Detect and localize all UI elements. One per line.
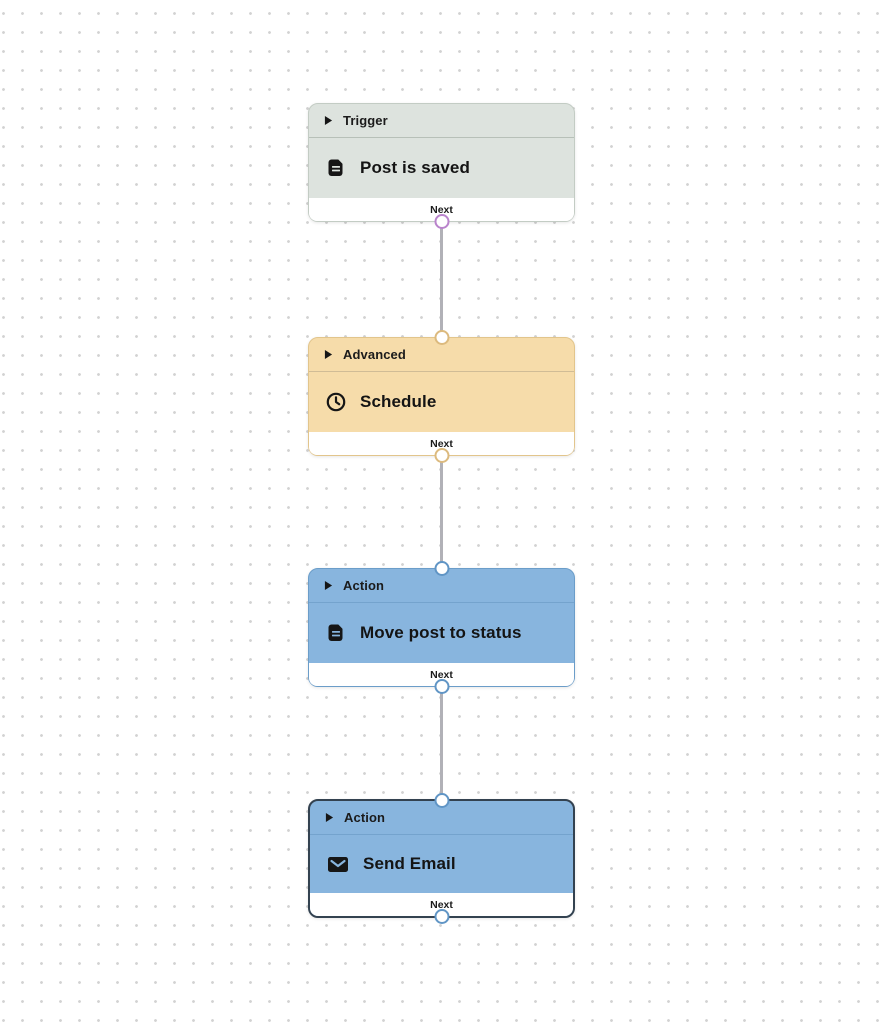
node-footer: Next <box>309 663 574 686</box>
node-body: Move post to status <box>309 603 574 663</box>
node-title: Send Email <box>363 854 456 873</box>
node-footer: Next <box>310 893 573 916</box>
node-header[interactable]: Action <box>310 801 573 835</box>
workflow-node-action-send-email[interactable]: Action Send Email Next <box>308 793 575 924</box>
document-icon <box>325 157 347 179</box>
envelope-icon <box>326 853 350 875</box>
node-type-label: Action <box>344 810 386 825</box>
node-title: Move post to status <box>360 623 522 642</box>
next-label: Next <box>430 668 453 681</box>
collapse-triangle-icon[interactable] <box>324 580 333 591</box>
node-body: Schedule <box>309 372 574 432</box>
collapse-triangle-icon[interactable] <box>324 115 333 126</box>
collapse-triangle-icon[interactable] <box>325 812 334 823</box>
document-icon <box>325 622 347 644</box>
node-title: Post is saved <box>360 158 470 177</box>
next-label: Next <box>430 898 453 911</box>
input-port[interactable] <box>434 561 449 576</box>
node-header[interactable]: Trigger <box>309 104 574 138</box>
output-port[interactable] <box>434 909 449 924</box>
workflow-node-advanced[interactable]: Advanced Schedule Next <box>308 330 575 463</box>
input-port[interactable] <box>434 793 449 808</box>
next-label: Next <box>430 203 453 216</box>
node-body: Post is saved <box>309 138 574 198</box>
node-type-label: Advanced <box>343 347 406 362</box>
node-title: Schedule <box>360 392 437 411</box>
node-footer: Next <box>309 198 574 221</box>
node-header[interactable]: Advanced <box>309 338 574 372</box>
node-header[interactable]: Action <box>309 569 574 603</box>
node-type-label: Action <box>343 578 385 593</box>
node-footer: Next <box>309 432 574 455</box>
workflow-node-trigger[interactable]: Trigger Post is saved Next <box>308 103 575 229</box>
node-type-label: Trigger <box>343 113 388 128</box>
next-label: Next <box>430 437 453 450</box>
edge-connector[interactable] <box>440 686 443 799</box>
output-port[interactable] <box>434 214 449 229</box>
input-port[interactable] <box>434 330 449 345</box>
edge-connector[interactable] <box>440 222 443 337</box>
workflow-node-action-move-post[interactable]: Action Move post to status Next <box>308 561 575 694</box>
edge-connector[interactable] <box>440 455 443 568</box>
collapse-triangle-icon[interactable] <box>324 349 333 360</box>
node-body: Send Email <box>310 835 573 893</box>
clock-icon <box>325 391 347 413</box>
output-port[interactable] <box>434 448 449 463</box>
output-port[interactable] <box>434 679 449 694</box>
